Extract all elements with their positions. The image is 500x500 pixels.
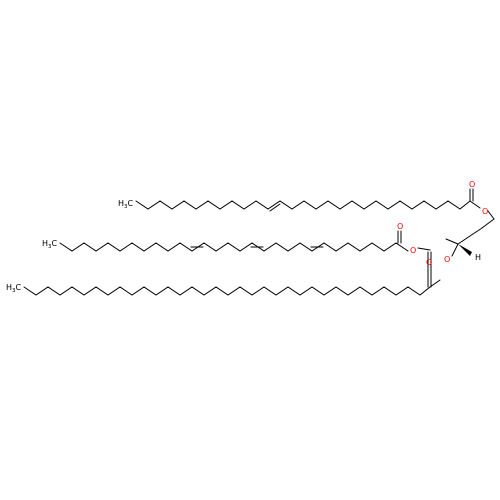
methyl-1-c: C [128, 199, 134, 208]
atom-labels: O O O O O O H H3C H3C H3C [6, 180, 488, 294]
methyl-2-sub: 3 [48, 244, 52, 250]
methyl-3-h: H [6, 283, 12, 292]
methyl-2-c: C [52, 239, 58, 248]
stereo-hydrogen: H [475, 253, 481, 262]
carbonyl-oxygen-3: O [426, 258, 432, 267]
chain-1-double-bond [269, 203, 281, 212]
chain-2-bonds [59, 230, 409, 252]
carbonyl-oxygen-2: O [397, 222, 403, 231]
methyl-1: H3C [118, 199, 134, 210]
methyl-3: H3C [6, 283, 22, 294]
carbonyl-oxygen-1: O [469, 180, 475, 189]
methyl-1-h: H [118, 199, 124, 208]
stereo-wedge [458, 244, 472, 256]
methyl-3-sub: 3 [12, 288, 16, 294]
ester-oxygen-1: O [482, 207, 488, 216]
methyl-2-h: H [42, 239, 48, 248]
chain-1-bonds [135, 188, 481, 212]
ester-oxygen-2: O [410, 246, 416, 255]
methyl-1-sub: 3 [124, 204, 128, 210]
methyl-3-c: C [16, 283, 22, 292]
glycerol-backbone [417, 210, 495, 257]
chain-3-bonds [23, 251, 441, 296]
methyl-2: H3C [42, 239, 58, 250]
ester-oxygen-3: O [444, 255, 450, 264]
